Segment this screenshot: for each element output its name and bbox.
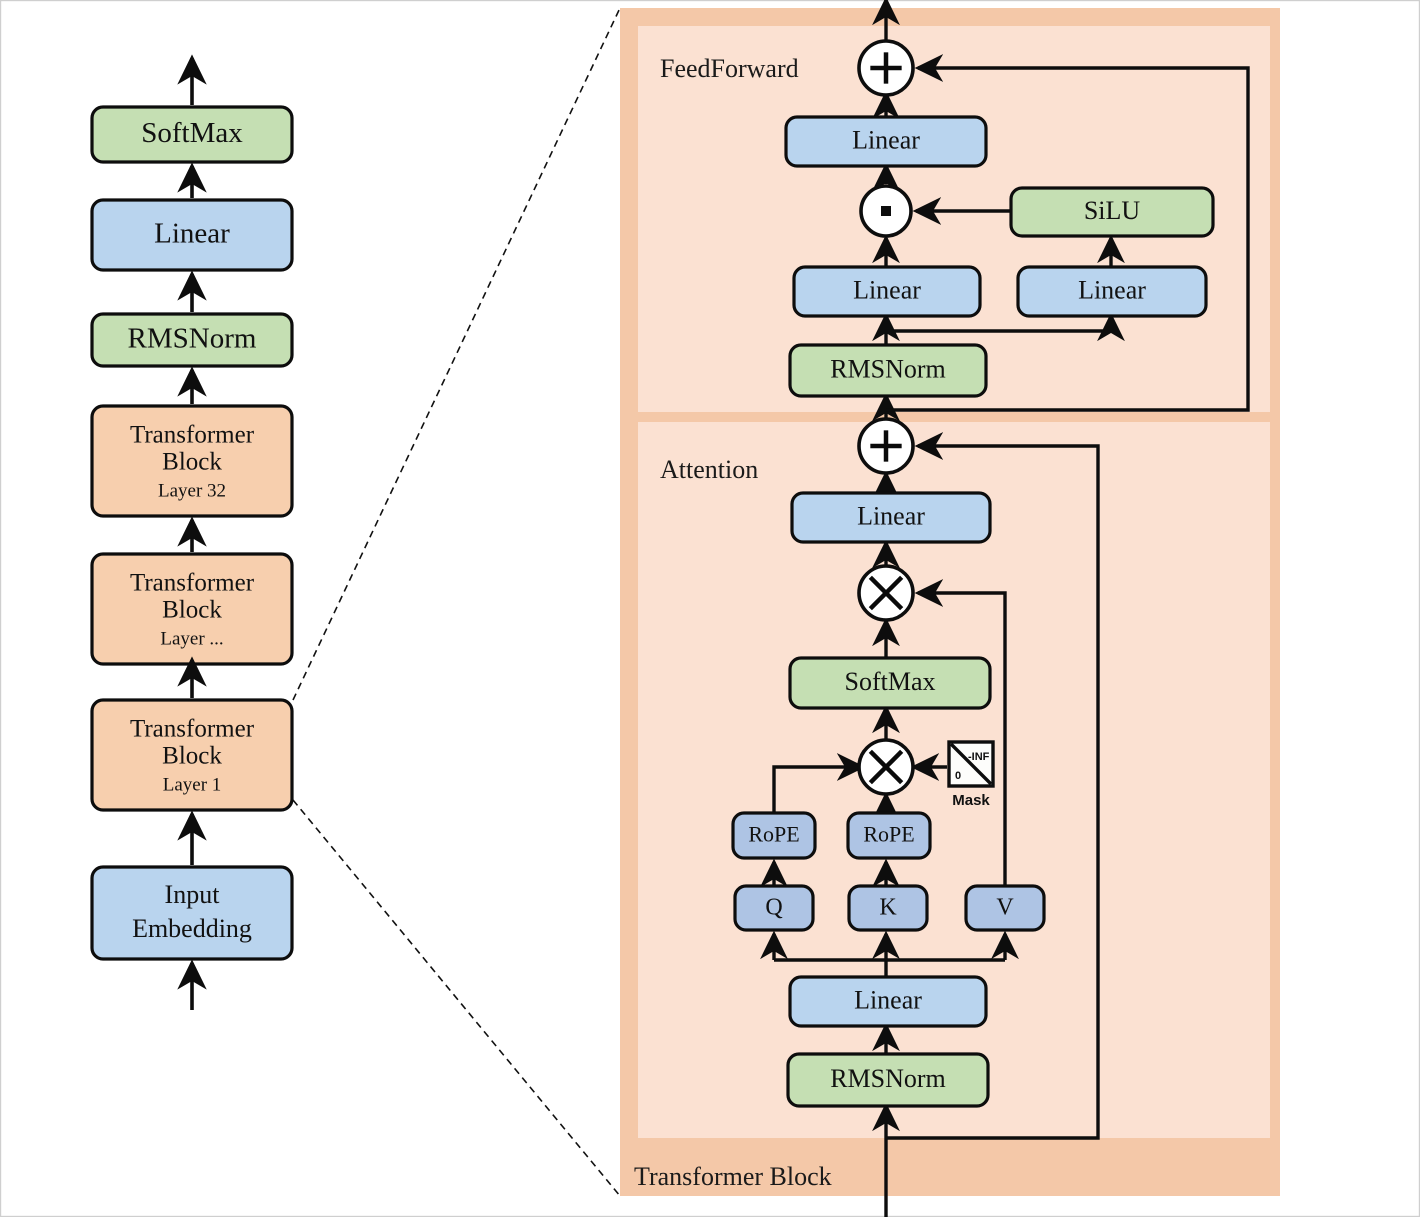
attn-qkv-linear: Linear [788,975,988,1028]
mask-label: Mask [952,792,990,809]
q-projection: Q [733,884,815,932]
callout-connectors [292,7,621,1197]
stack-block-tbdots-label: Transformer [130,570,255,597]
stack-block-tb1-sublabel: Layer 1 [163,774,222,795]
k-projection: K [847,884,929,932]
ff-gate-linear: Linear [1016,265,1208,318]
dataflow-edges [760,0,1250,1217]
ff-output-linear-label: Linear [852,125,920,154]
ff-up-linear-label: Linear [853,275,921,304]
ff-add-op [857,39,915,97]
v-projection-label: V [996,895,1014,921]
attention-section-label: Attention [660,455,758,484]
stack-block-softmax-label: SoftMax [141,117,243,149]
stack-block-linear: Linear [90,198,294,272]
ff-silu: SiLU [1009,186,1215,238]
stack-block-tb1-label2: Block [162,743,222,770]
ff-rmsnorm-label: RMSNorm [830,354,946,383]
stack-block-embedding-label2: Embedding [132,914,252,943]
attn-output-linear-label: Linear [857,501,925,530]
detail-panel-title: Transformer Block [634,1162,832,1191]
stack-block-tb32-label: Transformer [130,422,255,449]
stack-block-softmax: SoftMax [90,105,294,164]
stack-block-linear-label: Linear [154,218,230,250]
model-overview-stack: SoftMaxLinearRMSNormTransformerBlockLaye… [90,54,294,1010]
k-projection-label: K [879,895,897,921]
ff-gate-linear-label: Linear [1078,275,1146,304]
ff-output-linear: Linear [784,115,988,168]
attn-softmax: SoftMax [788,656,992,710]
attn-qk-multiply-op [857,738,915,796]
attn-qkv-linear-label: Linear [854,985,922,1014]
stack-block-tbdots: TransformerBlockLayer ... [90,552,294,666]
attn-rmsnorm-label: RMSNorm [830,1064,946,1093]
rope-k-label: RoPE [863,822,914,847]
ff-up-linear: Linear [792,265,982,318]
v-projection: V [964,884,1046,932]
attn-softmax-label: SoftMax [845,667,936,696]
rope-q: RoPE [731,811,817,860]
ff-elementwise-multiply-op [859,184,913,238]
ff-rmsnorm: RMSNorm [788,343,988,398]
stack-block-tb32-sublabel: Layer 32 [158,480,226,501]
stack-block-tb32-label2: Block [162,449,222,476]
stack-block-tbdots-label2: Block [162,597,222,624]
mask-cell-high: -INF [968,751,990,763]
rope-k: RoPE [846,811,932,860]
mask-cell-low: 0 [955,770,961,782]
feedforward-section-label: FeedForward [660,54,799,83]
attn-scores-times-v-op [857,564,915,622]
attn-add-op [857,417,915,475]
stack-block-rmsnorm-label: RMSNorm [128,323,257,355]
stack-block-embedding-label: Input [165,880,221,909]
q-projection-label: Q [765,895,782,921]
stack-block-rmsnorm: RMSNorm [90,312,294,368]
stack-block-tbdots-sublabel: Layer ... [160,628,223,649]
rope-q-label: RoPE [748,822,799,847]
stack-block-tb1-label: Transformer [130,716,255,743]
attn-output-linear: Linear [790,491,992,544]
ff-silu-label: SiLU [1084,196,1141,225]
attn-rmsnorm: RMSNorm [786,1052,990,1108]
